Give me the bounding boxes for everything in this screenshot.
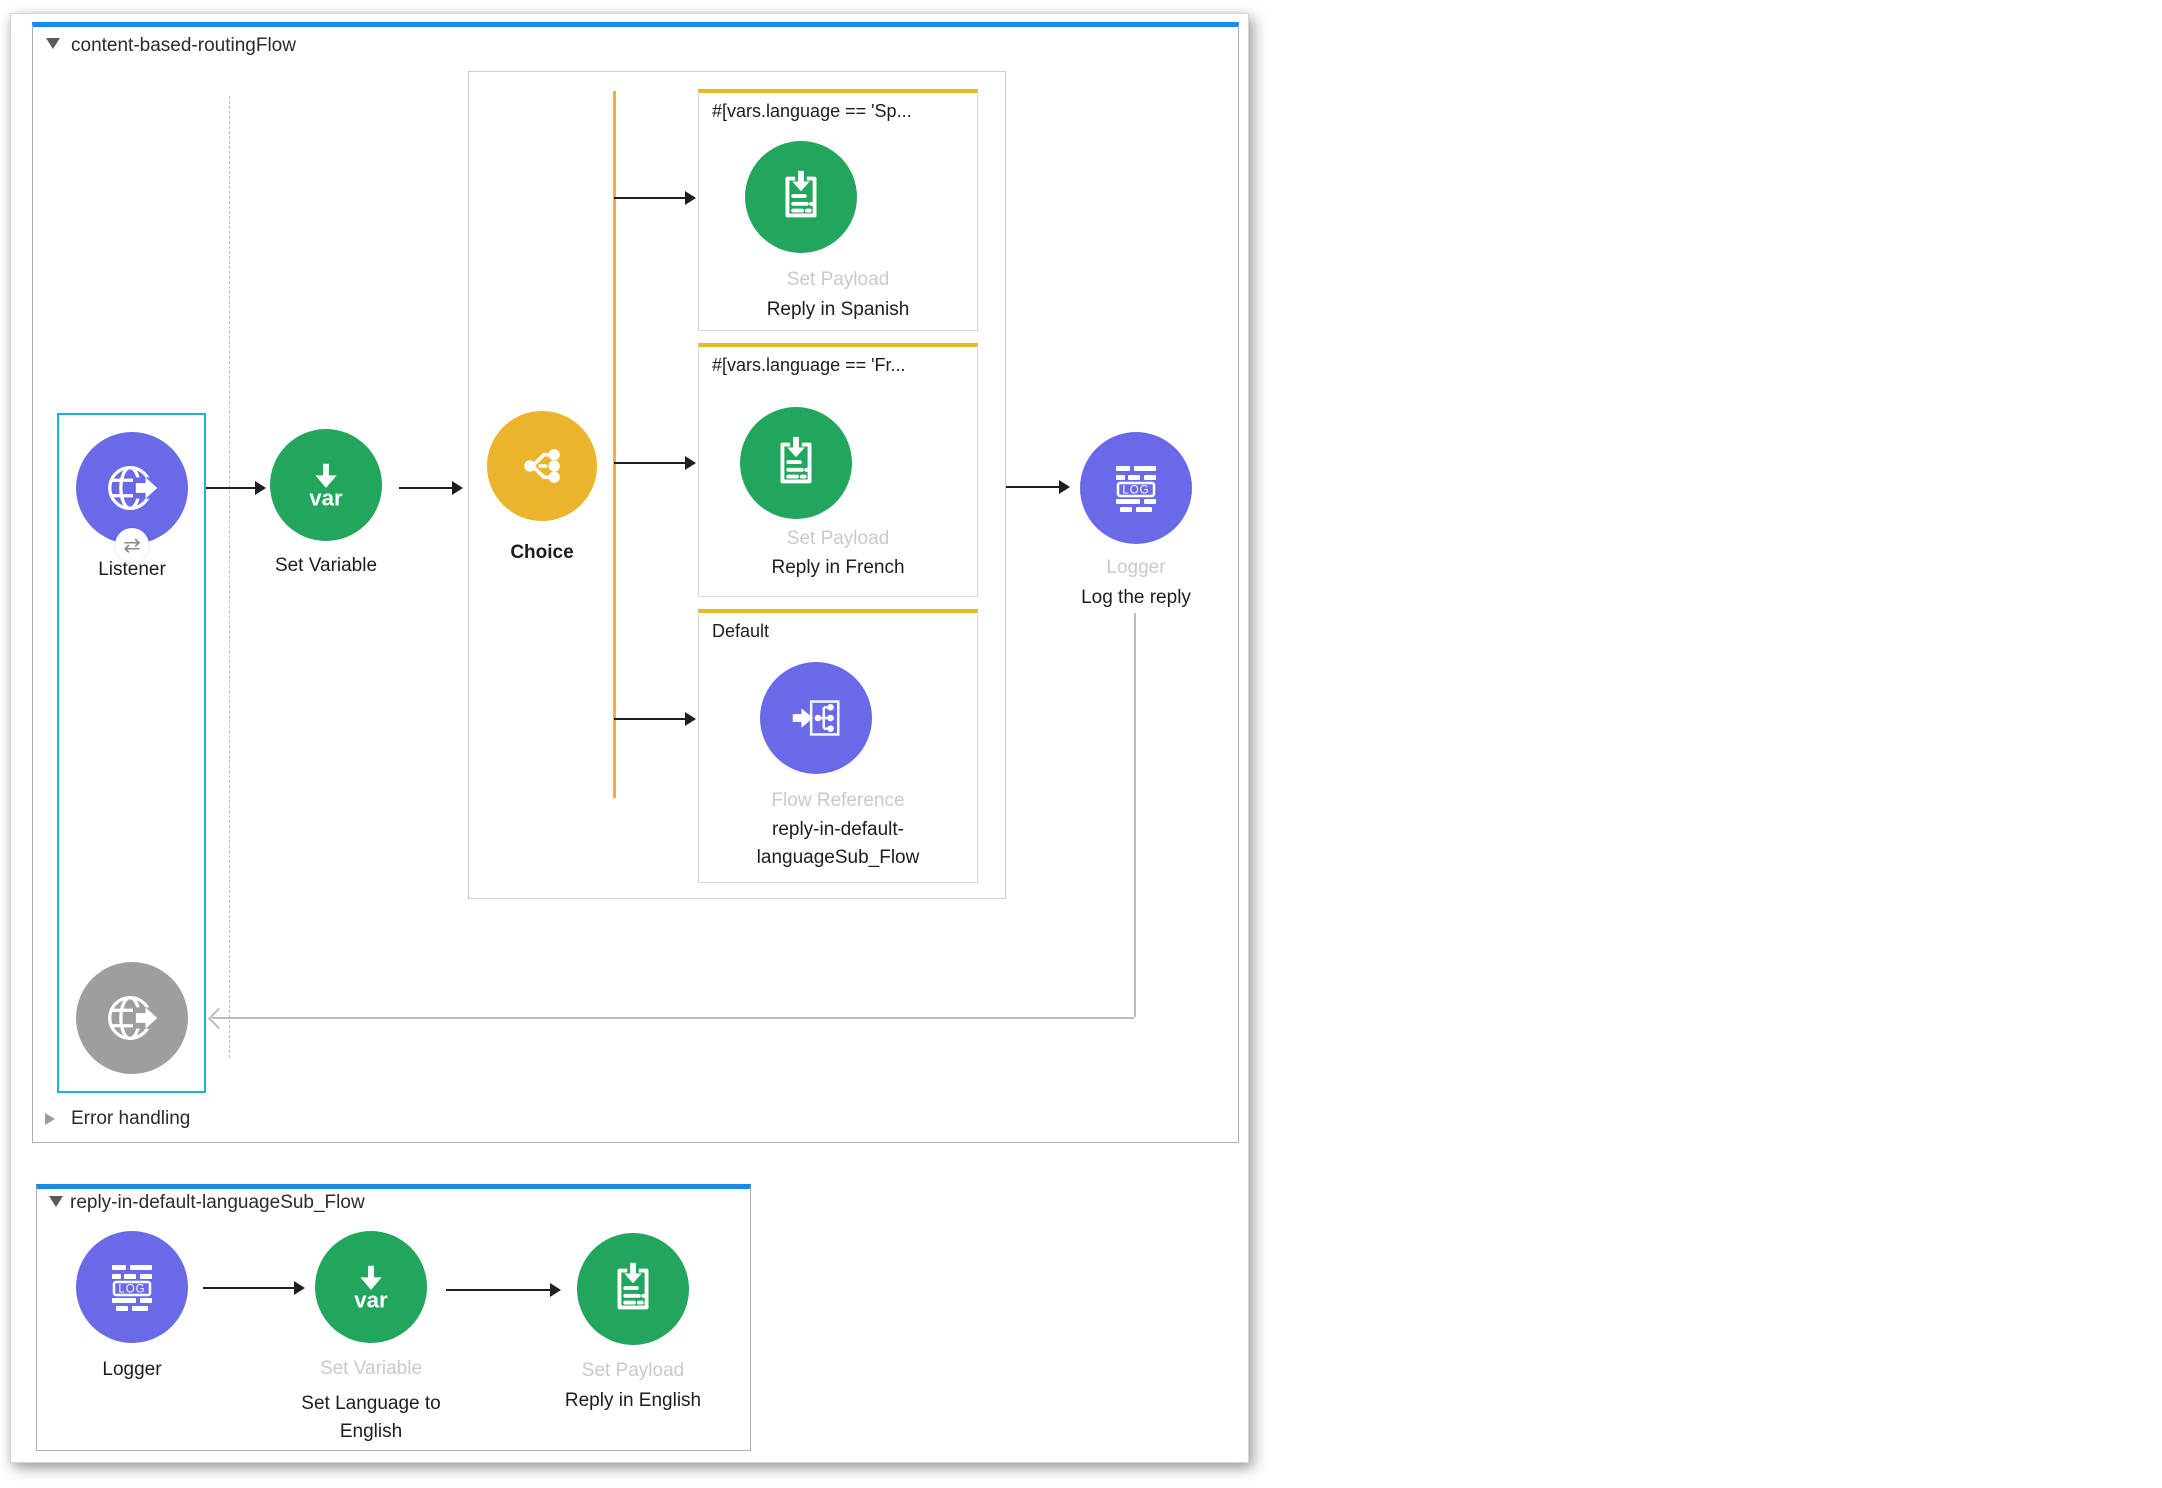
response-return-line-horizontal (212, 1017, 1134, 1019)
error-handling-label: Error handling (71, 1108, 191, 1129)
connector-listener-to-setvariable (206, 481, 266, 495)
sub-set-payload-type-label: Set Payload (581, 1360, 685, 1381)
source-selection-box (57, 413, 206, 1093)
logger-name: Log the reply (1081, 587, 1191, 608)
set-variable-node[interactable]: var (270, 429, 382, 541)
flow-reference-icon (792, 700, 840, 736)
flow-container-sub[interactable]: reply-in-default-languageSub_Flow LOG Lo… (36, 1184, 751, 1451)
set-payload-french-node[interactable] (740, 407, 852, 519)
connector-choice-to-logger (1006, 480, 1070, 494)
when-condition-spanish: #[vars.language == 'Sp... (712, 101, 912, 121)
flow-reference-type-label: Flow Reference (771, 790, 905, 811)
set-payload-spanish-name: Reply in Spanish (766, 299, 910, 320)
choice-when-french-box[interactable]: #[vars.language == 'Fr... Set Payload Re… (698, 343, 978, 597)
swap-arrows-icon: ⇄ (123, 533, 141, 557)
sub-set-payload-name: Reply in English (564, 1390, 702, 1411)
logger-node[interactable]: LOG (1080, 432, 1192, 544)
response-return-line-vertical (1134, 613, 1136, 1017)
svg-text:LOG: LOG (118, 1284, 145, 1296)
sub-set-variable-name: Set Language to English (301, 1393, 441, 1442)
choice-branch-bus (613, 91, 616, 798)
set-payload-icon (617, 1262, 649, 1310)
http-response-globe-icon (108, 996, 161, 1040)
source-separator-dashed-line (229, 96, 230, 1058)
sub-set-variable-node[interactable]: var (315, 1231, 427, 1343)
logger-type-label: Logger (1106, 557, 1166, 578)
listener-swap-badge: ⇄ (115, 528, 149, 562)
set-variable-var-icon: var (354, 1265, 388, 1312)
choice-when-spanish-box[interactable]: #[vars.language == 'Sp... Set Payload Re… (698, 89, 978, 331)
connector-choice-to-spanish (614, 191, 696, 205)
listener-response-node[interactable] (76, 962, 188, 1074)
choice-label: Choice (510, 542, 574, 563)
set-payload-spanish-type-label: Set Payload (786, 269, 890, 290)
connector-sublogger-to-setvariable (203, 1281, 305, 1295)
flow-title-sub: reply-in-default-languageSub_Flow (70, 1192, 365, 1213)
flow-container-main[interactable]: content-based-routingFlow ⇄ Listener (32, 22, 1239, 1143)
flow-reference-name: reply-in-default- languageSub_Flow (756, 819, 920, 868)
sub-logger-node[interactable]: LOG (76, 1231, 188, 1343)
flow-canvas: content-based-routingFlow ⇄ Listener (10, 13, 1249, 1463)
choice-node[interactable] (487, 411, 597, 521)
response-return-arrowhead (207, 1007, 230, 1030)
choice-scope-box[interactable] (468, 71, 1006, 899)
svg-text:var: var (309, 485, 343, 510)
when-condition-french: #[vars.language == 'Fr... (712, 355, 906, 375)
collapse-triangle-icon[interactable] (49, 1196, 63, 1207)
listener-node[interactable] (76, 432, 188, 544)
connector-setvariable-to-choice (399, 481, 463, 495)
sub-logger-label: Logger (102, 1359, 162, 1380)
set-payload-icon (785, 170, 817, 218)
connector-setvariable-to-setpayload (446, 1283, 561, 1297)
set-payload-french-type-label: Set Payload (786, 528, 890, 549)
connector-choice-to-french (614, 456, 696, 470)
logger-log-icon: LOG (1116, 466, 1156, 512)
flow-reference-node[interactable] (760, 662, 872, 774)
set-payload-spanish-node[interactable] (745, 141, 857, 253)
set-payload-icon (780, 436, 812, 484)
svg-text:LOG: LOG (1122, 485, 1149, 497)
expand-triangle-icon[interactable] (45, 1113, 55, 1125)
svg-text:var: var (354, 1287, 388, 1312)
flow-title-main: content-based-routingFlow (71, 35, 296, 56)
connector-choice-to-default (614, 712, 696, 726)
collapse-triangle-icon[interactable] (46, 38, 60, 49)
set-variable-label: Set Variable (274, 555, 378, 576)
logger-log-icon: LOG (112, 1265, 152, 1311)
set-payload-french-name: Reply in French (771, 557, 905, 578)
sub-set-payload-node[interactable] (577, 1233, 689, 1345)
choice-default-box[interactable]: Default Flow Reference reply-in-default-… (698, 609, 978, 883)
set-variable-var-icon: var (309, 463, 343, 510)
sub-set-variable-type-label: Set Variable (319, 1358, 423, 1379)
listener-label: Listener (98, 559, 166, 580)
choice-router-icon (524, 449, 560, 483)
http-listener-globe-icon (108, 466, 161, 510)
default-condition-label: Default (712, 621, 770, 641)
